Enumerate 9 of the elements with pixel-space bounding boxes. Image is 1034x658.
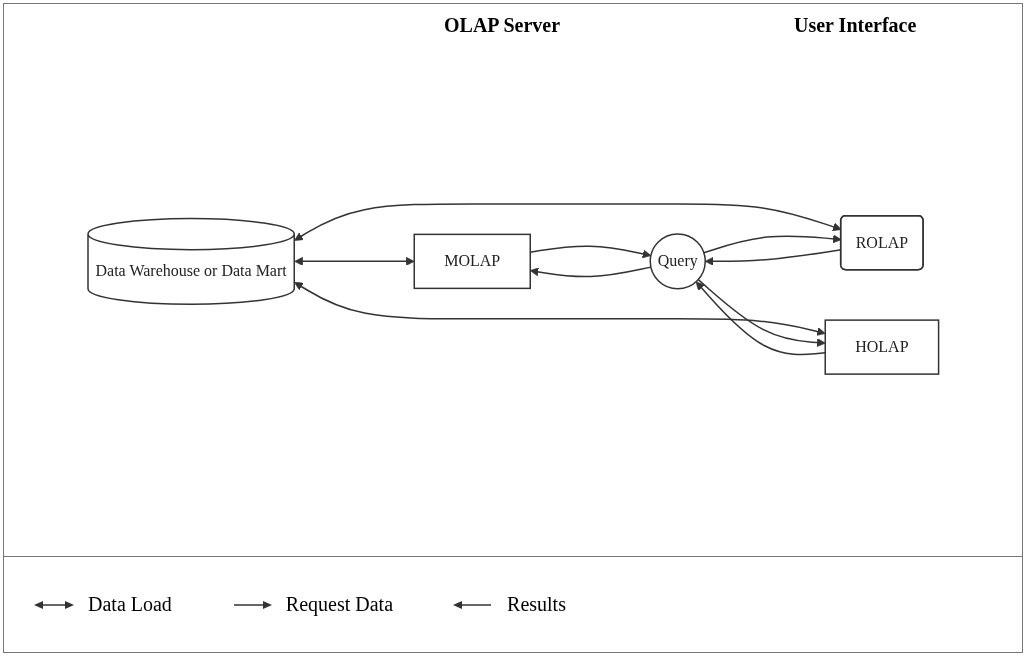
column-heading: User Interface: [794, 14, 917, 37]
node-circle: Query: [649, 233, 706, 290]
legend-label: Request Data: [285, 593, 394, 616]
node-box: HOLAP: [824, 319, 940, 375]
legend-label: Results: [507, 593, 566, 616]
arrow: [529, 245, 651, 259]
column-heading: OLAP Server: [444, 14, 561, 37]
node-box: MOLAP: [413, 233, 531, 290]
legend-label: Data Load: [88, 593, 172, 616]
